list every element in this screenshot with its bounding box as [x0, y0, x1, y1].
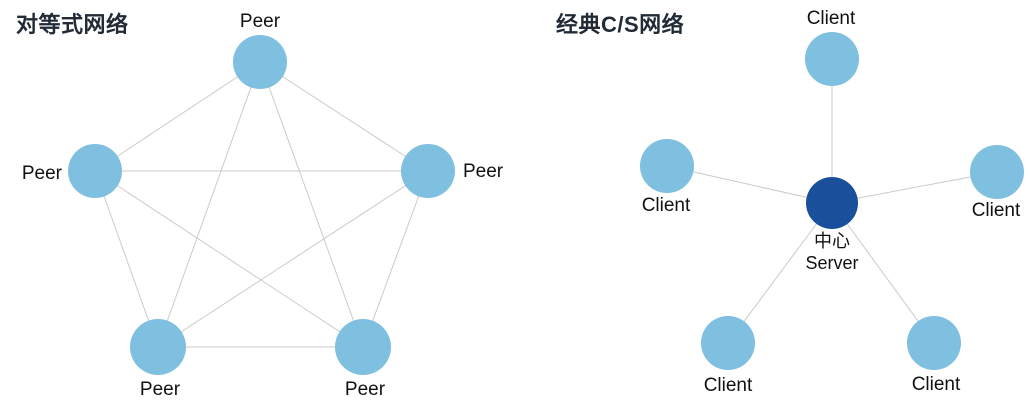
peer-node-bottom-left — [130, 319, 186, 375]
client-node-left — [640, 139, 694, 193]
p2p-nodes — [68, 35, 455, 375]
peer-label-bottom-right: Peer — [345, 379, 386, 400]
cs-node-labels: Client Client Client Client Client 中心 Se… — [642, 8, 1021, 396]
p2p-edges — [94, 61, 429, 348]
p2p-node-labels: Peer Peer Peer Peer Peer — [22, 11, 504, 400]
peer-node-left — [68, 144, 122, 198]
edge-right-bottomright — [362, 170, 429, 348]
client-node-bottom-left — [701, 316, 755, 370]
edge-top-right — [259, 61, 429, 172]
edge-top-bottomright — [259, 61, 364, 348]
peer-label-bottom-left: Peer — [140, 379, 181, 400]
server-node — [806, 177, 858, 229]
client-node-top — [805, 32, 859, 86]
edge-server-bottomleft — [727, 202, 833, 344]
peer-label-top: Peer — [240, 11, 281, 32]
client-label-top: Client — [807, 8, 856, 29]
peer-label-right: Peer — [463, 161, 504, 182]
edge-server-bottomright — [831, 202, 935, 344]
p2p-network-title: 对等式网络 — [16, 12, 129, 37]
cs-network-title: 经典C/S网络 — [556, 12, 685, 37]
server-label-en: Server — [805, 253, 858, 273]
peer-node-top — [233, 35, 287, 89]
client-label-bottom-left: Client — [704, 375, 753, 396]
edge-server-right — [831, 171, 998, 204]
client-node-right — [970, 145, 1024, 199]
edge-left-bottomright — [94, 170, 364, 348]
peer-label-left: Peer — [22, 163, 63, 184]
cs-nodes — [640, 32, 1024, 370]
peer-node-right — [401, 144, 455, 198]
server-label-zh: 中心 — [814, 231, 850, 251]
client-label-right: Client — [972, 200, 1021, 221]
client-node-bottom-right — [907, 316, 961, 370]
client-label-left: Client — [642, 195, 691, 216]
edge-server-left — [666, 165, 833, 204]
edge-top-left — [94, 61, 261, 172]
client-label-bottom-right: Client — [912, 374, 961, 395]
edge-top-bottomleft — [157, 61, 261, 348]
edge-right-bottomleft — [157, 170, 429, 348]
edge-left-bottomleft — [94, 170, 159, 348]
peer-node-bottom-right — [335, 319, 391, 375]
